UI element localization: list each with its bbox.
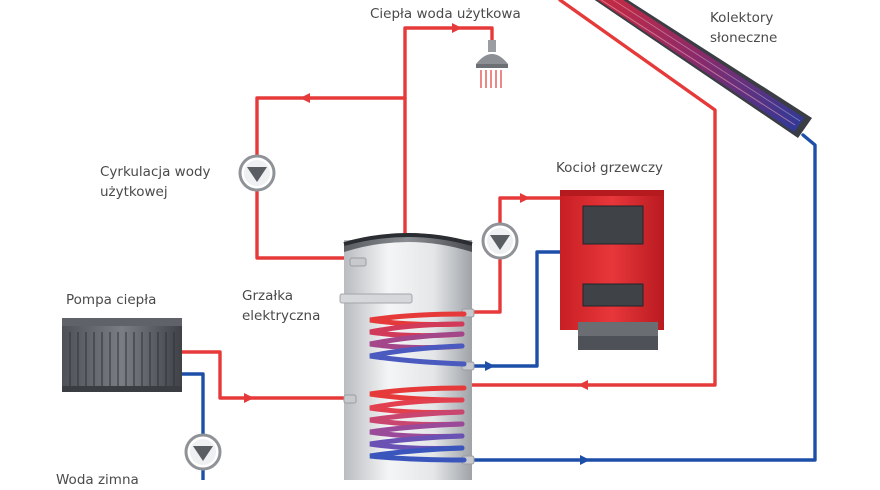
solar-supply-pipe — [468, 0, 717, 387]
boiler-label: Kocioł grzewczy — [556, 160, 664, 176]
solar-collectors-label: Kolektory słoneczne — [710, 8, 777, 48]
shower-icon — [476, 40, 508, 88]
heat-pump-unit — [62, 318, 182, 392]
circulation-label: Cyrkulacja wody użytkowej — [100, 162, 211, 202]
solar-collectors-label-line1: Kolektory — [710, 10, 774, 26]
heat-pump-label: Pompa ciepła — [66, 292, 157, 308]
flow-arrows — [244, 23, 590, 465]
upper-heat-exchanger — [369, 311, 467, 367]
arrow-circulation — [300, 93, 310, 103]
arrow-solar-return — [580, 455, 590, 465]
storage-tank — [339, 233, 475, 490]
circulation-pump-icon — [238, 154, 276, 192]
arrow-hot-water — [452, 23, 462, 33]
cold-water-label: Woda zimna — [56, 472, 139, 488]
solar-return-pipe — [468, 133, 817, 462]
solar-collectors-label-line2: słoneczne — [710, 30, 778, 46]
heat-pump-supply-pipe — [180, 350, 352, 400]
arrow-solar-supply — [578, 380, 588, 390]
lower-heat-exchanger — [369, 385, 467, 463]
boiler-return-pipe — [468, 250, 570, 368]
hot-water-supply-pipe — [403, 26, 494, 237]
arrow-boiler-supply — [520, 193, 530, 203]
diagram-canvas — [62, 0, 817, 490]
electric-heater-rod — [339, 293, 413, 304]
arrow-heat-pump-supply — [244, 393, 254, 403]
boiler-unit — [560, 190, 664, 350]
solar-hot-water-diagram: Ciepła woda użytkowa Kolektory słoneczne… — [56, 0, 817, 490]
arrow-boiler-return — [485, 361, 495, 371]
electric-heater-label-line1: Grzałka — [242, 288, 294, 304]
boiler-pump-icon — [481, 222, 519, 260]
circulation-pipe — [255, 96, 407, 260]
circulation-label-line1: Cyrkulacja wody — [100, 164, 211, 180]
heat-pump-pump-icon — [184, 433, 222, 471]
boiler-supply-pipe — [470, 196, 570, 314]
electric-heater-label-line2: elektryczna — [242, 308, 321, 324]
solar-collector — [594, 0, 812, 138]
electric-heater-label: Grzałka elektryczna — [242, 286, 320, 326]
circulation-label-line2: użytkowej — [100, 184, 168, 200]
hot-water-label: Ciepła woda użytkowa — [370, 6, 521, 22]
